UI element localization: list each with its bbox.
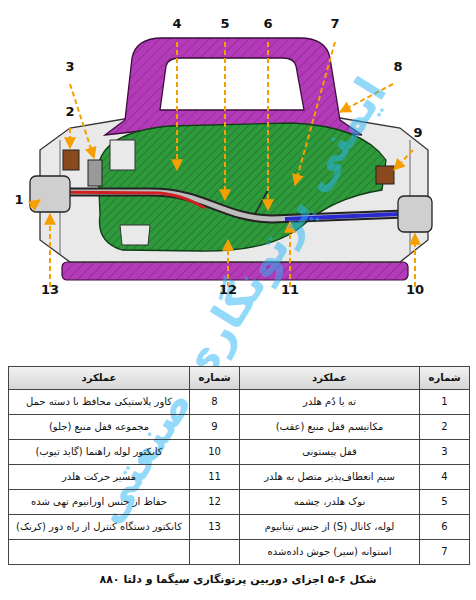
callout-number: 12 xyxy=(217,282,239,298)
rear-lock xyxy=(63,150,79,170)
part-number: 4 xyxy=(419,465,469,489)
table-row: 6لوله، کانال (S) از جنس تیتانیوم13کانکتو… xyxy=(9,514,469,539)
callout-number: 2 xyxy=(59,104,81,120)
table-row: 2مکانیسم قفل منبع (عقب)9مجموعه قفل منبع … xyxy=(9,414,469,439)
part-function: کانکتور دستگاه کنترل از راه دور (کرنک) xyxy=(9,515,189,539)
part-function: مکانیسم قفل منبع (عقب) xyxy=(239,415,419,439)
piston-lock xyxy=(88,160,102,186)
part-number: 8 xyxy=(189,390,239,414)
table-row: 1ته یا دُم هلدر8کاور پلاستیکی محافظ با د… xyxy=(9,389,469,414)
part-number: 6 xyxy=(419,515,469,539)
table-header: عملکرد xyxy=(239,367,419,389)
table-header: شماره xyxy=(189,367,239,389)
table-row: 7استوانه (سیر) جوش داده‌شده xyxy=(9,539,469,564)
callout-number: 7 xyxy=(324,16,346,32)
callout-number: 6 xyxy=(257,16,279,32)
part-number: 13 xyxy=(189,515,239,539)
part-number: 10 xyxy=(189,440,239,464)
guide-tube-connector xyxy=(398,196,432,232)
part-function: قفل پیستونی xyxy=(239,440,419,464)
callout-number: 4 xyxy=(166,16,188,32)
part-function: کاور پلاستیکی محافظ با دسته حمل xyxy=(9,390,189,414)
part-function: نوک هلدر، چشمه xyxy=(239,490,419,514)
part-function: کانکتور لوله راهنما (گاید تیوب) xyxy=(9,440,189,464)
table-row: 4سیم انعطاف‌پذیر متصل به هلدر11مسیر حرکت… xyxy=(9,464,469,489)
part-function: استوانه (سیر) جوش داده‌شده xyxy=(239,540,419,564)
part-function: مسیر حرکت هلدر xyxy=(9,465,189,489)
part-number: 3 xyxy=(419,440,469,464)
table-header: عملکرد xyxy=(9,367,189,389)
part-number: 9 xyxy=(189,415,239,439)
table-header-row: شمارهعملکردشمارهعملکرد xyxy=(9,367,469,389)
part-number: 12 xyxy=(189,490,239,514)
part-function: مجموعه قفل منبع (جلو) xyxy=(9,415,189,439)
table-row: 5نوک هلدر، چشمه12حفاظ از جنس اورانیوم ته… xyxy=(9,489,469,514)
figure-caption: شکل ۶-۵ اجزای دوربین پرتونگاری سیگما و د… xyxy=(0,573,476,586)
part-function: ته یا دُم هلدر xyxy=(239,390,419,414)
housing xyxy=(40,118,428,262)
callout-number: 11 xyxy=(279,282,301,298)
callout-number: 8 xyxy=(387,59,409,75)
part-function: حفاظ از جنس اورانیوم تهی شده xyxy=(9,490,189,514)
part-function: لوله، کانال (S) از جنس تیتانیوم xyxy=(239,515,419,539)
part-number: 7 xyxy=(419,540,469,564)
callout-number: 10 xyxy=(404,282,426,298)
callout-number: 5 xyxy=(214,16,236,32)
part-number: 11 xyxy=(189,465,239,489)
part-number: 1 xyxy=(419,390,469,414)
part-number: 2 xyxy=(419,415,469,439)
parts-table: شمارهعملکردشمارهعملکرد1ته یا دُم هلدر8کا… xyxy=(8,366,470,565)
table-header: شماره xyxy=(419,367,469,389)
empty-cell xyxy=(189,540,239,564)
empty-cell xyxy=(9,540,189,564)
callout-number: 1 xyxy=(8,192,30,208)
table-row: 3قفل پیستونی10کانکتور لوله راهنما (گاید … xyxy=(9,439,469,464)
part-function: سیم انعطاف‌پذیر متصل به هلدر xyxy=(239,465,419,489)
part-number: 5 xyxy=(419,490,469,514)
callout-number: 9 xyxy=(407,125,429,141)
callout-number: 13 xyxy=(39,282,61,298)
control-connector xyxy=(30,176,70,212)
callout-number: 3 xyxy=(59,59,81,75)
front-lock xyxy=(376,166,394,184)
